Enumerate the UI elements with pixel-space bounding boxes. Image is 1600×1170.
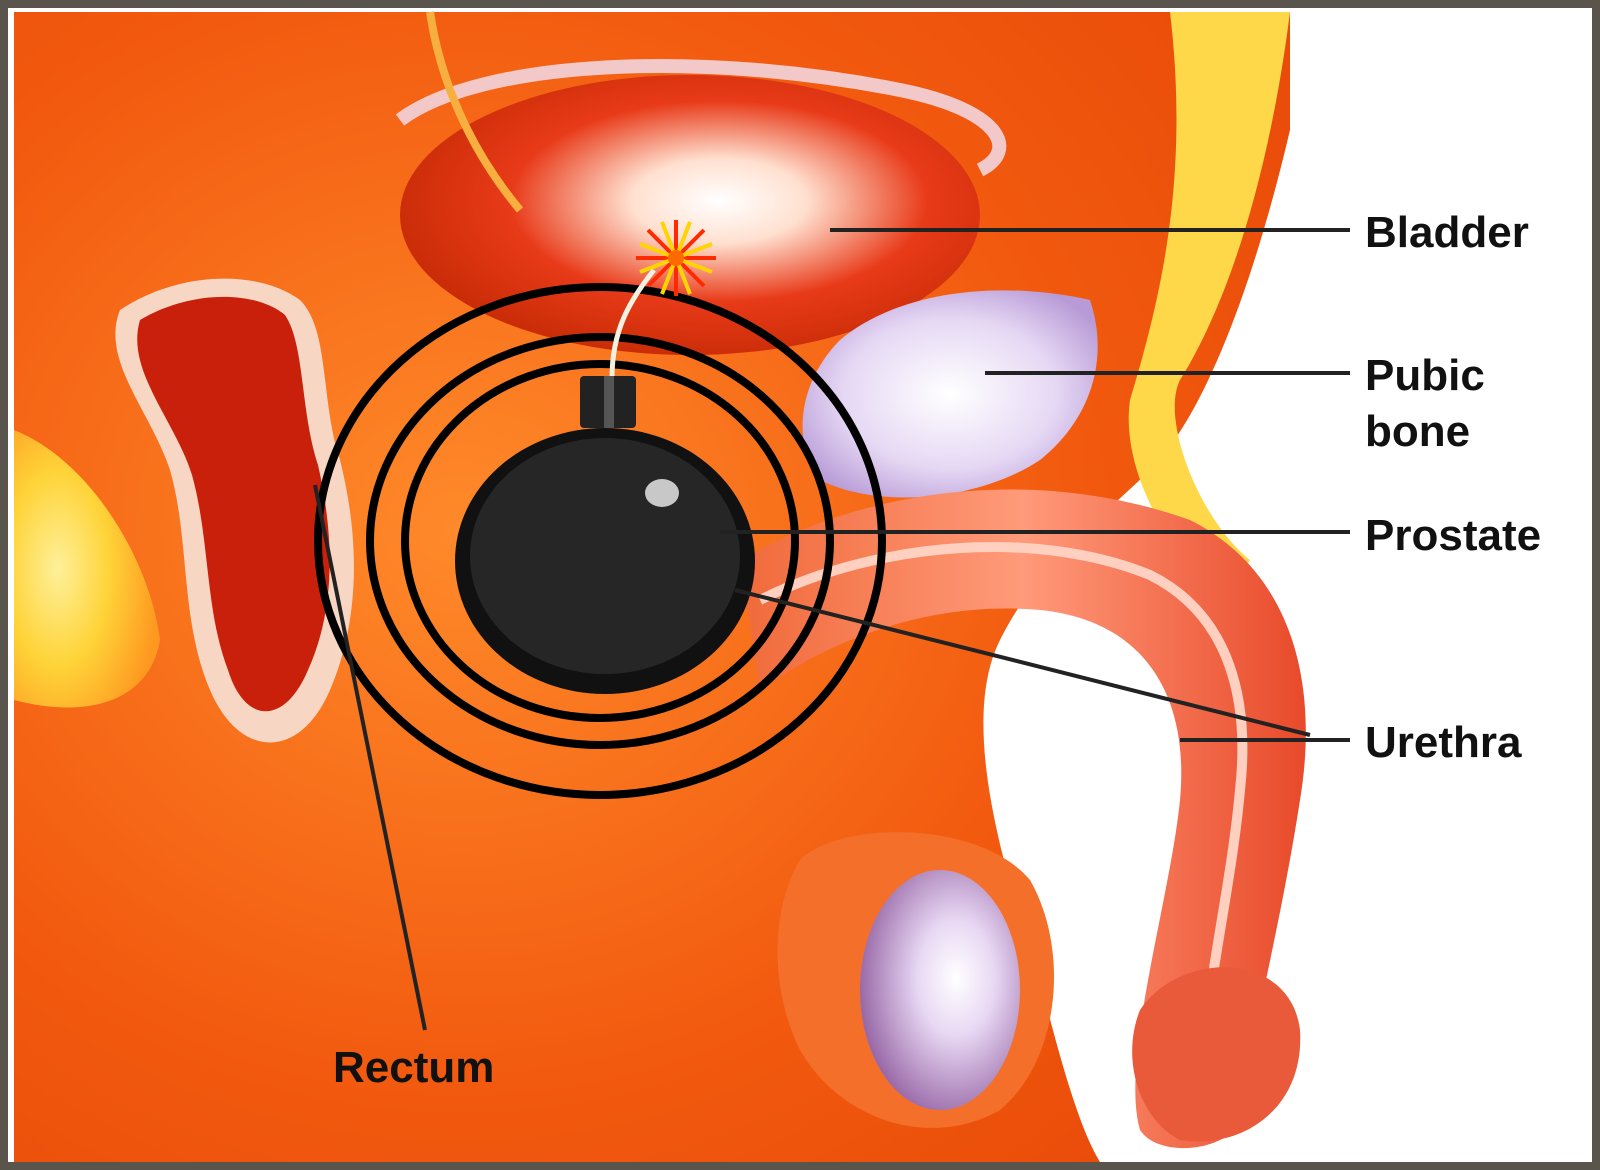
- label-urethra: Urethra: [1365, 718, 1522, 767]
- spark-icon: [636, 220, 716, 296]
- label-bladder: Bladder: [1365, 208, 1529, 257]
- testis: [860, 870, 1020, 1110]
- label-rectum: Rectum: [333, 1043, 494, 1092]
- label-prostate: Prostate: [1365, 511, 1541, 560]
- label-pubic-bone-line2: bone: [1365, 407, 1470, 456]
- label-pubic-bone-line1: Pubic: [1365, 351, 1485, 400]
